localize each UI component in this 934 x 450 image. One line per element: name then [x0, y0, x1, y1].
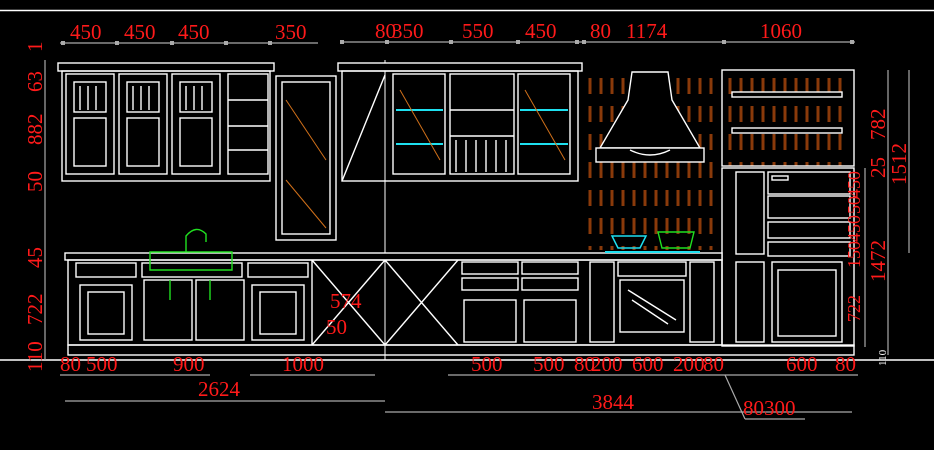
svg-text:45: 45 — [23, 247, 47, 268]
dim-top-10: 1174 — [626, 19, 668, 43]
svg-text:150: 150 — [844, 241, 864, 268]
dim-bottom-1000: 1000 — [282, 352, 324, 376]
dim-top-9: 80 — [590, 19, 611, 43]
svg-text:722: 722 — [844, 295, 864, 322]
dim-top-2: 450 — [124, 20, 156, 44]
dim-bottom-600: 600 — [632, 352, 664, 376]
dim-top-4: 350 — [275, 20, 307, 44]
svg-text:50: 50 — [844, 196, 864, 214]
dim-top-5: 80 — [375, 19, 396, 43]
dim-center-50: 50 — [326, 315, 347, 339]
dim-top-11: 1060 — [760, 19, 802, 43]
dim-top-1: 450 — [70, 20, 102, 44]
dim-bottom-80: 80 — [60, 352, 81, 376]
dim-bottom-500: 500 — [86, 352, 118, 376]
base-cabinets[interactable] — [64, 252, 855, 356]
dim-bottom-500c: 500 — [533, 352, 565, 376]
svg-text:25: 25 — [866, 157, 890, 178]
cooktop-pots — [605, 231, 700, 253]
dim-top-6: 350 — [392, 19, 424, 43]
left-dimension-labels: 1 63 882 50 45 722 110 — [23, 42, 47, 373]
svg-text:722: 722 — [23, 294, 47, 326]
dim-top-8: 450 — [525, 19, 557, 43]
right-open-shelves[interactable] — [721, 69, 855, 167]
tall-glass-cabinet[interactable] — [275, 75, 337, 241]
top-dimension-lines — [60, 40, 855, 45]
dim-bottom-600b: 600 — [786, 352, 818, 376]
range-hood[interactable] — [595, 71, 705, 163]
dim-bottom-900: 900 — [173, 352, 205, 376]
sink-faucet — [149, 228, 233, 300]
svg-text:1: 1 — [23, 42, 47, 53]
dim-bottom-200: 200 — [591, 352, 623, 376]
leader-label: 80300 — [743, 396, 796, 420]
svg-text:1512: 1512 — [887, 143, 911, 185]
svg-text:1472: 1472 — [866, 240, 890, 282]
svg-text:63: 63 — [23, 71, 47, 92]
dim-bottom-80c: 80 — [703, 352, 724, 376]
dim-center-574: 574 — [330, 289, 362, 313]
dim-total-3844: 3844 — [592, 390, 635, 414]
left-wall-cabinets[interactable] — [57, 62, 275, 182]
dim-total-2624: 2624 — [198, 377, 241, 401]
svg-text:110: 110 — [23, 341, 47, 372]
right-dimension-lines — [864, 70, 910, 355]
dim-bottom-500b: 500 — [471, 352, 503, 376]
svg-text:782: 782 — [866, 109, 890, 141]
svg-text:450: 450 — [844, 171, 864, 198]
dim-top-7: 550 — [462, 19, 494, 43]
bottom-dimension-lines — [60, 374, 858, 420]
dim-bottom-80b: 80 — [574, 352, 595, 376]
middle-wall-cabinets[interactable] — [337, 62, 583, 182]
dim-bottom-200b: 200 — [673, 352, 705, 376]
svg-text:110: 110 — [877, 349, 889, 366]
right-dimension-labels: 782 25 1512 450 50 450 1472 150 722 110 — [844, 109, 911, 367]
svg-text:450: 450 — [844, 215, 864, 242]
dim-bottom-80d: 80 — [835, 352, 856, 376]
tall-oven-cabinet[interactable] — [721, 167, 855, 347]
svg-text:50: 50 — [23, 171, 47, 192]
svg-text:882: 882 — [23, 114, 47, 146]
dim-top-3: 450 — [178, 20, 210, 44]
